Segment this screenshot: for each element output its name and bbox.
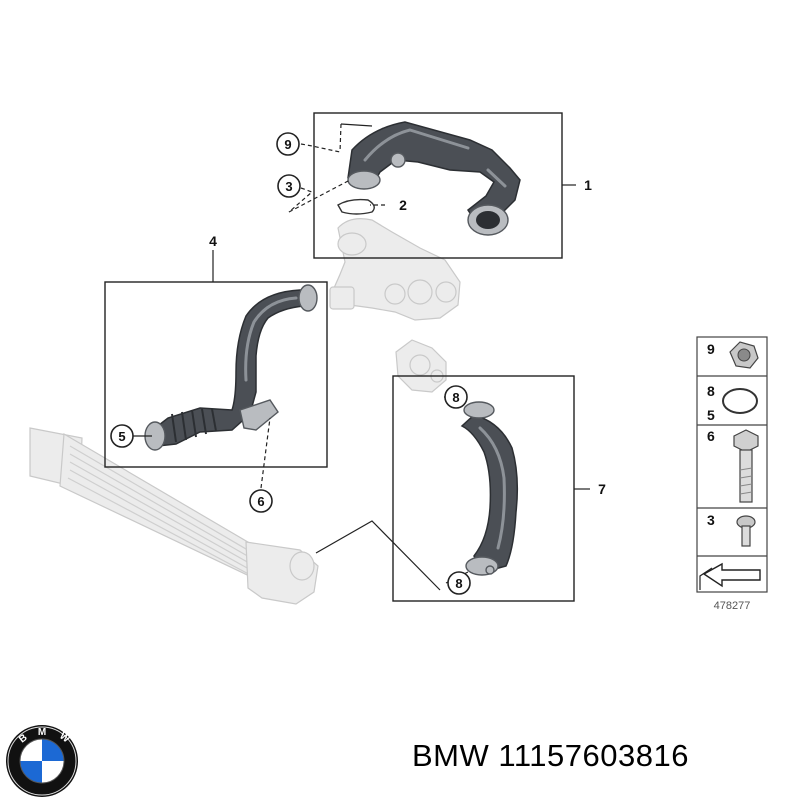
diagram-number: 478277	[714, 600, 751, 612]
callout-8-lower-label: 8	[455, 576, 462, 591]
legend-row-5-label: 5	[707, 407, 715, 423]
callout-9[interactable]: 9	[276, 132, 300, 156]
legend-row-9-label: 9	[707, 341, 715, 357]
charge-pipe-part-4[interactable]	[144, 284, 318, 451]
throttle-body-ghost	[395, 339, 447, 393]
legend-row-6-label: 6	[707, 428, 715, 444]
callout-8-lower[interactable]: 8	[447, 571, 471, 595]
legend-row-8-label: 8	[707, 383, 715, 399]
callout-5-label: 5	[118, 429, 125, 444]
frame-part-4	[104, 281, 328, 468]
seal-ring-part-2[interactable]	[337, 198, 375, 215]
callout-1-label[interactable]: 1	[584, 177, 592, 193]
brand-part-number: BMW 11157603816	[412, 738, 689, 774]
screw-3-icon	[736, 515, 756, 547]
charge-hose-part-7[interactable]	[460, 401, 519, 576]
o-ring-icon	[722, 388, 758, 414]
callout-8-upper-label: 8	[452, 390, 459, 405]
legend-row-3-label: 3	[707, 512, 715, 528]
bolt-6-icon	[733, 429, 759, 503]
callout-6-label: 6	[257, 494, 264, 509]
parts-legend: 9 8 5 6 3 478277	[696, 336, 768, 612]
callout-3[interactable]: 3	[277, 174, 301, 198]
intake-duct-part-1[interactable]	[347, 121, 521, 236]
callout-6[interactable]: 6	[249, 489, 273, 513]
callout-4-label[interactable]: 4	[209, 233, 217, 249]
callout-2-label[interactable]: 2	[399, 197, 407, 213]
part-number: 11157603816	[498, 738, 689, 773]
callout-9-label: 9	[284, 137, 291, 152]
callout-5[interactable]: 5	[110, 424, 134, 448]
corrugated-section	[171, 408, 217, 443]
intercooler-ghost	[29, 427, 319, 605]
direction-arrow-icon	[699, 562, 761, 590]
nut-9-icon	[729, 341, 759, 369]
callout-3-label: 3	[285, 179, 292, 194]
callout-8-upper[interactable]: 8	[444, 385, 468, 409]
callout-7-label[interactable]: 7	[598, 481, 606, 497]
bmw-logo: B M W	[6, 725, 78, 797]
brand-name: BMW	[412, 738, 490, 773]
logo-letter-m: M	[38, 727, 46, 738]
turbocharger-ghost	[329, 218, 461, 321]
